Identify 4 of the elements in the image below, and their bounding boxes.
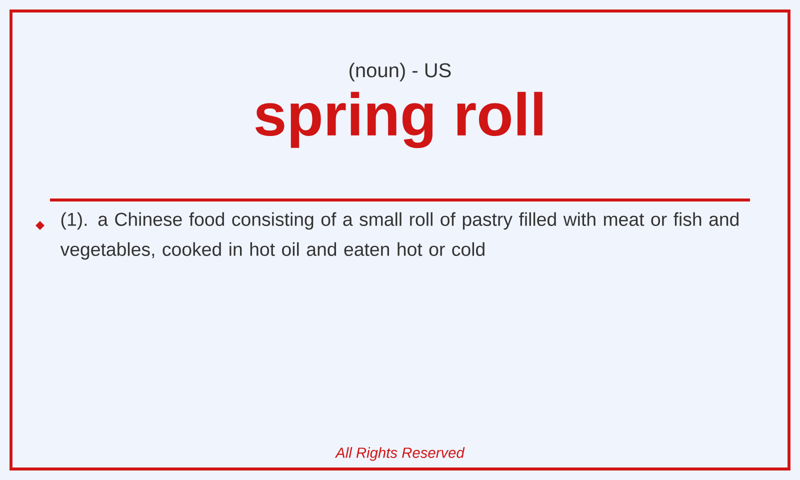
part-of-speech: (noun) - US (350, 62, 451, 82)
copyright-notice: All Rights Reserved (334, 447, 465, 461)
definition-text: (1). a Chinese food consisting of a small roll of pastry filled with meat or fish and vegetables, cooked in hot oil and eaten hot or cold (60, 212, 738, 260)
headword: spring roll (255, 92, 542, 148)
